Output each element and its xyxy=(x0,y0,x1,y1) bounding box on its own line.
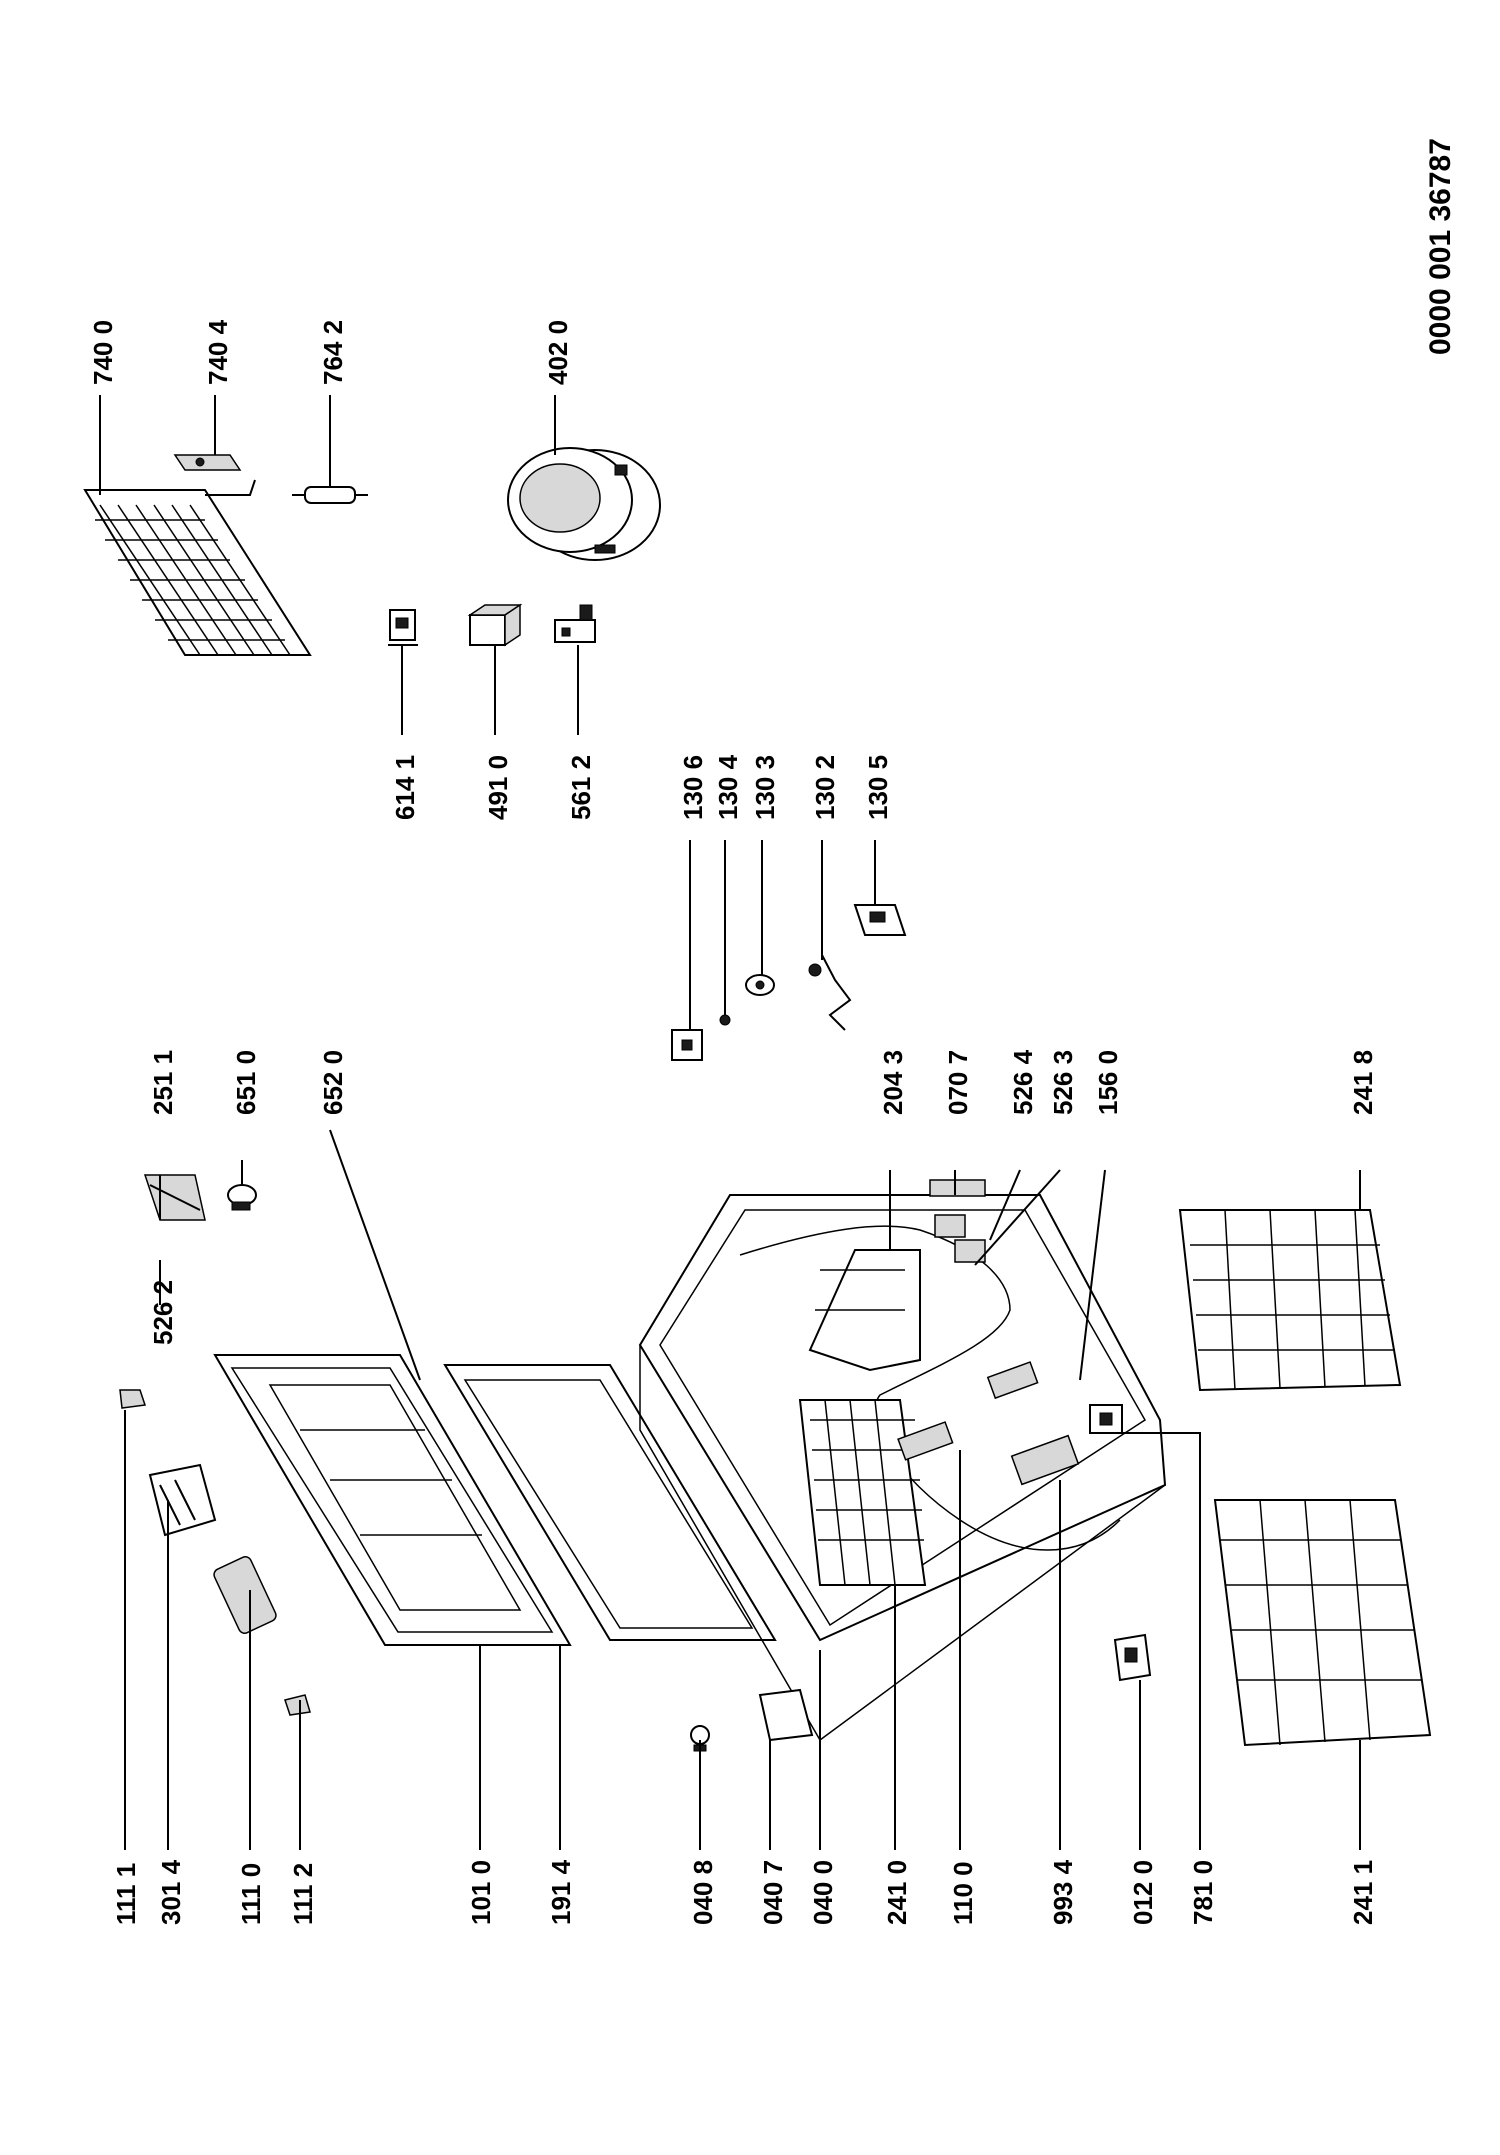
lamp-part xyxy=(227,1184,257,1211)
hinge-cover-alt xyxy=(284,1694,311,1716)
callout-label: 251 1 xyxy=(148,1050,178,1115)
callout-label: 526 3 xyxy=(1048,1050,1078,1115)
sensor-part-b xyxy=(719,1014,731,1026)
callouts-top: 740 0 740 4 764 2 402 0 xyxy=(88,319,573,385)
hinge-cover-small xyxy=(119,1389,146,1409)
sensor-part-c xyxy=(745,974,775,996)
callout-label: 204 3 xyxy=(878,1050,908,1115)
inner-basket xyxy=(798,1399,927,1586)
hinge-parts xyxy=(934,1214,986,1263)
callout-label: 241 8 xyxy=(1348,1050,1378,1115)
callout-label: 191 4 xyxy=(546,1859,576,1925)
clip-part xyxy=(1113,1633,1152,1682)
handle-part xyxy=(143,1174,206,1221)
vent-grille-small xyxy=(986,1361,1039,1400)
coil-bracket xyxy=(173,454,242,471)
callouts-middle: 204 3 070 7 526 4 526 3 156 0 241 8 xyxy=(878,1049,1378,1115)
thermostat-part xyxy=(388,609,418,646)
compressor xyxy=(507,447,661,561)
callout-label: 491 0 xyxy=(483,755,513,820)
vent-grille xyxy=(1010,1434,1080,1486)
lid xyxy=(213,1354,572,1646)
hinge-assembly xyxy=(148,1463,217,1537)
sensor-part-e xyxy=(853,904,907,936)
evaporator-coil xyxy=(83,479,312,656)
counterbalance-part xyxy=(213,1556,277,1634)
callouts-sensors: 130 6 130 4 130 3 130 2 130 5 xyxy=(678,754,893,820)
callouts-upper: 526 2 251 1 651 0 652 0 xyxy=(148,1050,348,1345)
callout-label: 130 4 xyxy=(713,754,743,820)
sensor-part-a xyxy=(671,1029,703,1061)
callout-label: 526 4 xyxy=(1008,1049,1038,1115)
leader-lines xyxy=(99,395,1361,1850)
document-id: 0000 001 36787 xyxy=(1424,138,1457,355)
callout-label: 156 0 xyxy=(1093,1050,1123,1115)
callout-label: 740 0 xyxy=(88,320,118,385)
callout-label: 040 8 xyxy=(688,1860,718,1925)
drain-plug xyxy=(1089,1404,1123,1434)
callouts-left: 111 1 301 4 111 0 111 2 101 0 191 4 040 … xyxy=(111,1859,1378,1925)
callout-label: 402 0 xyxy=(543,320,573,385)
basket-large-right xyxy=(1178,1209,1402,1392)
lid-gasket xyxy=(443,1364,777,1641)
callout-label: 781 0 xyxy=(1188,1860,1218,1925)
grille-part xyxy=(929,1179,986,1197)
callout-label: 111 0 xyxy=(236,1863,266,1925)
callout-label: 101 0 xyxy=(466,1860,496,1925)
divider-part xyxy=(897,1421,954,1461)
basket-large-left xyxy=(1213,1499,1432,1747)
callout-label: 130 3 xyxy=(750,755,780,820)
callout-label: 241 0 xyxy=(882,1860,912,1925)
relay-part xyxy=(554,604,596,643)
callout-label: 040 0 xyxy=(808,1860,838,1925)
callout-label: 561 2 xyxy=(566,755,596,820)
callout-label: 301 4 xyxy=(156,1859,186,1925)
callout-label: 110 0 xyxy=(948,1861,978,1925)
callouts-controls: 614 1 491 0 561 2 xyxy=(390,755,596,820)
callout-label: 111 2 xyxy=(288,1863,318,1925)
callout-label: 130 6 xyxy=(678,755,708,820)
callout-label: 241 1 xyxy=(1348,1860,1378,1925)
callout-label: 070 7 xyxy=(943,1050,973,1115)
callout-label: 040 7 xyxy=(758,1860,788,1925)
callout-label: 764 2 xyxy=(318,320,348,385)
callout-label: 651 0 xyxy=(231,1050,261,1115)
plinth-part xyxy=(758,1688,814,1742)
callout-label: 111 1 xyxy=(111,1863,141,1925)
callout-label: 614 1 xyxy=(390,755,420,820)
callout-label: 130 5 xyxy=(863,755,893,820)
callout-label: 993 4 xyxy=(1048,1859,1078,1925)
callout-label: 652 0 xyxy=(318,1050,348,1115)
callout-label: 130 2 xyxy=(810,755,840,820)
filter-drier xyxy=(292,486,368,504)
callout-label: 526 2 xyxy=(148,1280,178,1345)
callout-label: 012 0 xyxy=(1128,1860,1158,1925)
sensor-part-d xyxy=(808,954,852,1031)
control-box xyxy=(467,603,523,647)
callout-label: 740 4 xyxy=(203,319,233,385)
